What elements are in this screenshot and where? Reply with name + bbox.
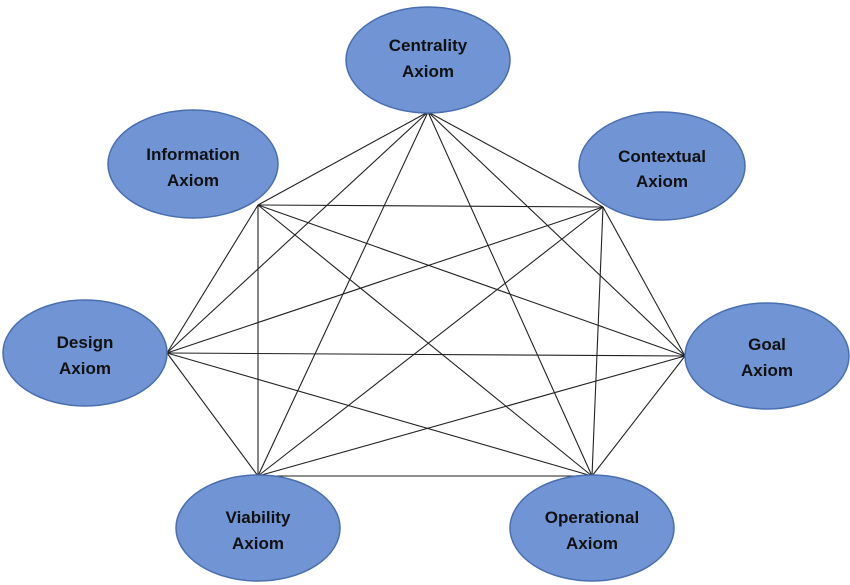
edge-centrality-contextual: [427, 111, 604, 208]
node-contextual-label-line1: Contextual: [618, 147, 706, 166]
edge-centrality-information: [257, 111, 429, 206]
node-contextual-label-line2: Axiom: [636, 172, 688, 191]
edge-contextual-goal: [602, 206, 686, 357]
node-centrality-label-line2: Axiom: [402, 62, 454, 81]
node-goal-label-line2: Axiom: [741, 361, 793, 380]
edge-centrality-design: [166, 111, 429, 354]
node-operational-ellipse: [509, 474, 675, 582]
node-design-ellipse: [2, 299, 168, 407]
node-operational: Operational Axiom: [509, 474, 675, 582]
edge-goal-operational: [591, 355, 686, 477]
edge-goal-viability: [257, 355, 686, 477]
edge-viability-design: [166, 352, 259, 477]
node-viability: Viability Axiom: [175, 474, 341, 582]
node-viability-label-line1: Viability: [226, 508, 291, 527]
edge-design-information: [166, 204, 259, 354]
edge-contextual-operational: [591, 206, 604, 477]
node-operational-label-line2: Axiom: [566, 534, 618, 553]
node-operational-label-line1: Operational: [545, 508, 639, 527]
node-centrality: Centrality Axiom: [345, 6, 511, 114]
node-information: Information Axiom: [107, 109, 279, 219]
edge-contextual-viability: [257, 206, 604, 477]
node-goal-ellipse: [684, 302, 850, 410]
node-design-label-line2: Axiom: [59, 359, 111, 378]
node-contextual-ellipse: [578, 111, 746, 221]
node-goal-label-line1: Goal: [748, 335, 786, 354]
edge-layer: [166, 111, 686, 477]
node-viability-label-line2: Axiom: [232, 534, 284, 553]
edge-centrality-goal: [427, 111, 686, 357]
node-viability-ellipse: [175, 474, 341, 582]
edge-operational-design: [166, 352, 593, 477]
edge-goal-design: [166, 352, 686, 357]
edge-contextual-information: [257, 204, 604, 208]
edge-operational-information: [257, 204, 593, 477]
node-centrality-ellipse: [345, 6, 511, 114]
node-layer: Centrality Axiom Contextual Axiom Goal A…: [2, 6, 850, 582]
node-goal: Goal Axiom: [684, 302, 850, 410]
node-centrality-label-line1: Centrality: [389, 36, 468, 55]
edge-goal-information: [257, 204, 686, 357]
node-design-label-line1: Design: [57, 333, 114, 352]
node-design: Design Axiom: [2, 299, 168, 407]
node-information-label-line2: Axiom: [167, 171, 219, 190]
edge-contextual-design: [166, 206, 604, 354]
node-contextual: Contextual Axiom: [578, 111, 746, 221]
node-information-label-line1: Information: [146, 145, 240, 164]
node-information-ellipse: [107, 109, 279, 219]
